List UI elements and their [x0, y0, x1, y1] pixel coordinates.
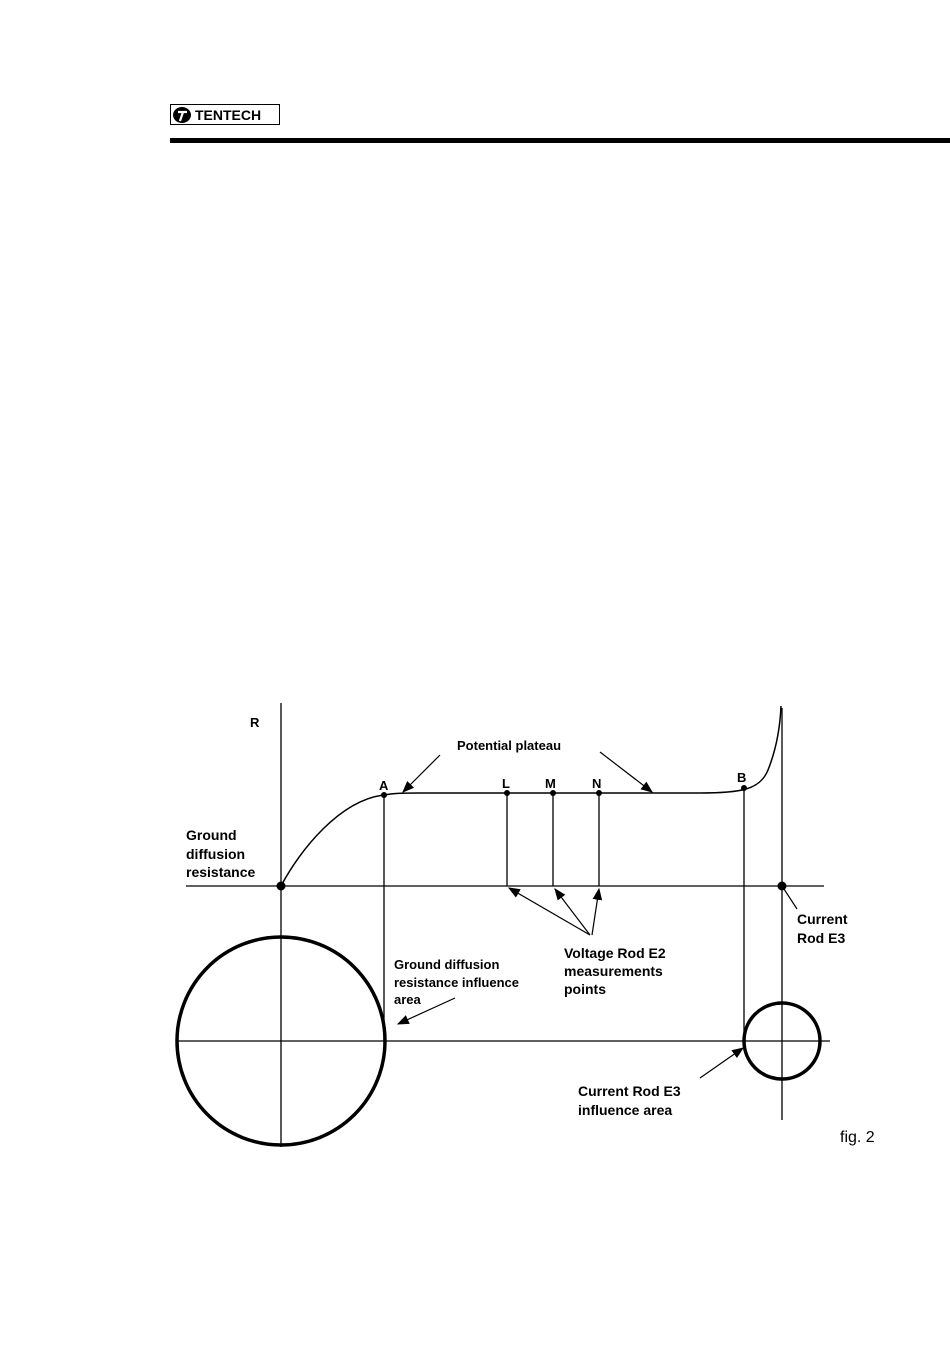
plateau-arrow-left — [403, 755, 440, 792]
point-ground — [277, 882, 286, 891]
plateau-arrow-right — [600, 752, 652, 792]
ground-resistance-line-1: Ground — [186, 827, 237, 843]
current-influence-line-2: influence area — [578, 1102, 672, 1118]
voltage-arrow-n — [592, 889, 599, 935]
current-rod-line-2: Rod E3 — [797, 930, 845, 946]
point-b-label: B — [737, 770, 746, 785]
voltage-arrow-l — [509, 888, 590, 935]
axis-label-r: R — [250, 715, 260, 730]
influence-area-line-3: area — [394, 992, 422, 1007]
influence-area-line-2: resistance influence — [394, 975, 519, 990]
ground-resistance-line-2: diffusion — [186, 846, 245, 862]
voltage-arrow-m — [555, 889, 590, 935]
current-influence-arrow — [700, 1048, 743, 1078]
current-rod-line-1: Current — [797, 911, 848, 927]
point-m-label: M — [545, 776, 556, 791]
current-influence-line-1: Current Rod E3 — [578, 1083, 681, 1099]
influence-area-line-1: Ground diffusion — [394, 957, 499, 972]
point-n-label: N — [592, 776, 601, 791]
point-b — [741, 785, 747, 791]
current-rod-pointer — [784, 889, 797, 909]
ground-resistance-line-3: resistance — [186, 864, 255, 880]
resistance-curve — [281, 706, 781, 886]
point-current-rod — [778, 882, 787, 891]
voltage-rod-line-3: points — [564, 981, 606, 997]
figure-label: fig. 2 — [840, 1129, 875, 1146]
point-l-label: L — [502, 776, 510, 791]
point-a-label: A — [379, 778, 389, 793]
voltage-rod-line-1: Voltage Rod E2 — [564, 945, 666, 961]
voltage-rod-line-2: measurements — [564, 963, 663, 979]
plateau-label: Potential plateau — [457, 738, 561, 753]
